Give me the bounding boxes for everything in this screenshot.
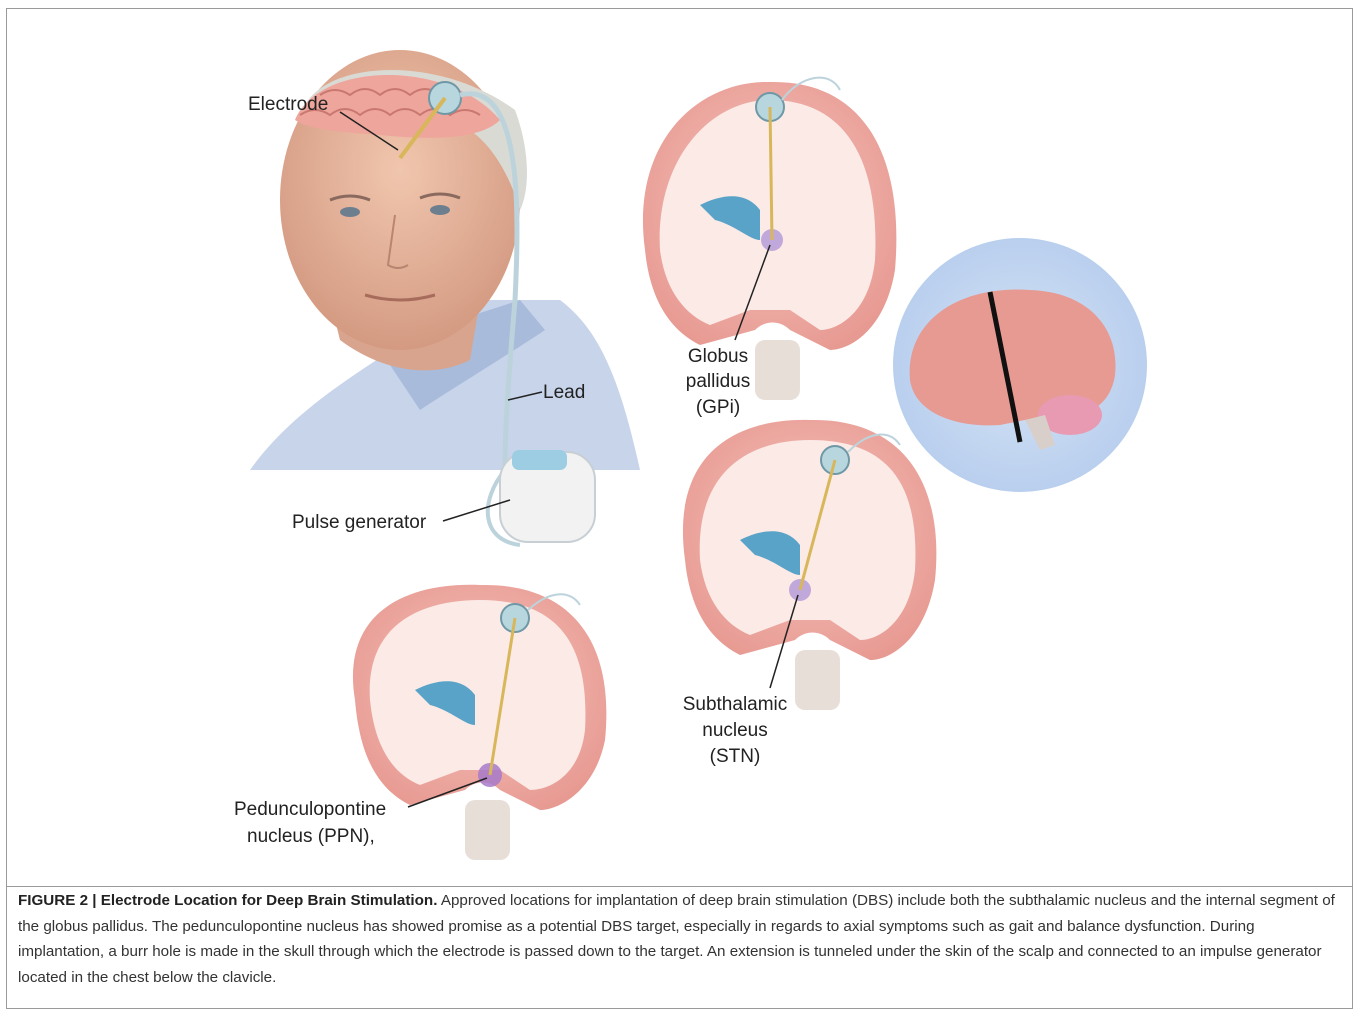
- patient-illustration: [250, 50, 640, 545]
- dbs-illustration: Electrode Lead Pulse generator Globus pa…: [0, 0, 1360, 886]
- brain-ppn: [353, 585, 606, 860]
- label-stn-line-1: Subthalamic: [683, 694, 788, 715]
- label-gpi-line-2: pallidus: [686, 371, 750, 392]
- brain-lateral-view: [893, 238, 1147, 492]
- caption-label: FIGURE 2 | Electrode Location for Deep B…: [18, 892, 437, 909]
- label-ppn-line-1: Pedunculopontine: [234, 799, 386, 820]
- brain-stn: [683, 420, 936, 710]
- label-gpi-line-3: (GPi): [696, 397, 740, 418]
- figure-caption: FIGURE 2 | Electrode Location for Deep B…: [18, 888, 1340, 990]
- label-pulse-generator: Pulse generator: [292, 512, 427, 533]
- label-gpi-line-1: Globus: [688, 346, 748, 367]
- brain-gpi: [643, 78, 896, 400]
- label-lead: Lead: [543, 382, 585, 403]
- label-stn-line-3: (STN): [710, 746, 761, 767]
- label-stn-line-2: nucleus: [702, 720, 768, 741]
- label-ppn-line-2: nucleus (PPN),: [247, 826, 375, 847]
- label-electrode: Electrode: [248, 94, 328, 115]
- caption-divider: [6, 886, 1353, 887]
